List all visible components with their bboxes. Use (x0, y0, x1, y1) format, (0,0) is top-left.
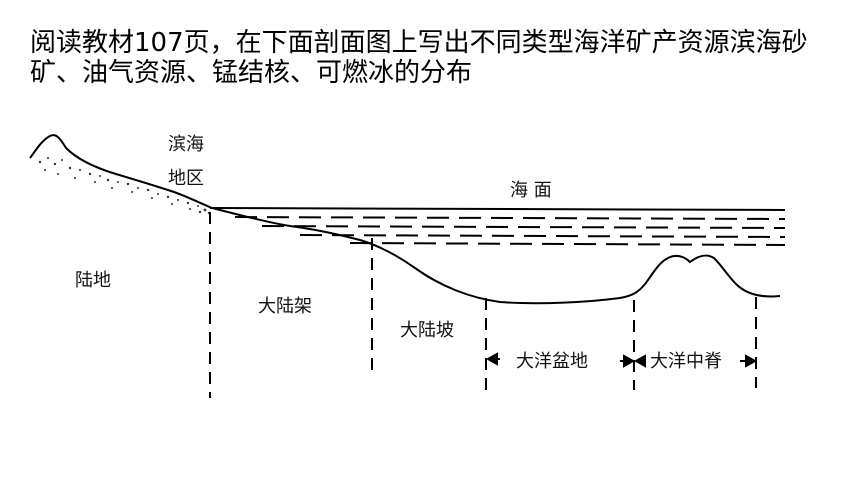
land-label: 陆地 (75, 270, 111, 291)
sea-surface-line (209, 207, 786, 211)
instruction-text: 阅读教材107页，在下面剖面图上写出不同类型海洋矿产资源滨海砂矿、油气资源、锰结… (30, 28, 808, 88)
zone-boundary-lines (209, 212, 757, 398)
ocean-basin-label: 大洋盆地 (516, 351, 588, 372)
sea-surface-label: 海 面 (510, 180, 552, 201)
land-profile-line (29, 134, 213, 209)
water-dash-lines (234, 216, 786, 246)
continental-shelf-label: 大陆架 (258, 296, 312, 317)
basin-ridge-arrows (485, 352, 758, 368)
coast-label-line1: 滨海 (168, 134, 204, 155)
seabed-profile-line (211, 207, 781, 305)
coast-label-line2: 地区 (168, 168, 204, 189)
mid-ocean-ridge-label: 大洋中脊 (650, 351, 722, 372)
land-sand-texture (38, 157, 211, 215)
continental-slope-label: 大陆坡 (400, 320, 454, 341)
